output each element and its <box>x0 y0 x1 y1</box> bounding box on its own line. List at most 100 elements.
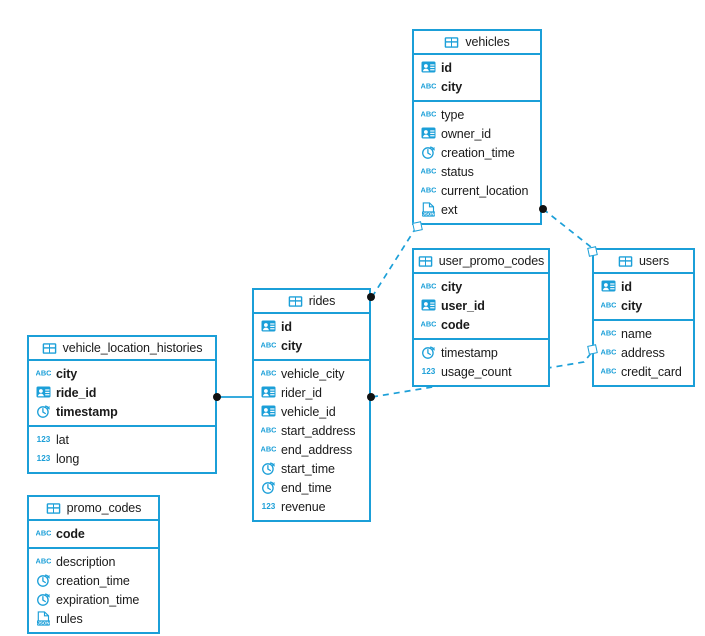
entity-title: promo_codes <box>66 501 142 515</box>
entity-header[interactable]: vehicle_location_histories <box>29 337 215 361</box>
field-row[interactable]: user_id <box>414 296 548 315</box>
field-name: usage_count <box>441 364 512 379</box>
field-row[interactable]: ABC city <box>414 77 540 96</box>
entity-header[interactable]: vehicles <box>414 31 540 55</box>
field-name: revenue <box>281 499 326 514</box>
field-row[interactable]: 123 usage_count <box>414 362 548 381</box>
field-name: rider_id <box>281 385 322 400</box>
svg-text:ABC: ABC <box>421 281 436 290</box>
connector-endpoint-hollow-square[interactable] <box>412 221 423 232</box>
field-row[interactable]: ABC vehicle_city <box>254 364 369 383</box>
entity-header[interactable]: promo_codes <box>29 497 158 521</box>
entity-header[interactable]: rides <box>254 290 369 314</box>
field-name: ext <box>441 202 458 217</box>
field-name: code <box>441 317 470 332</box>
numeric-icon: 123 <box>36 432 51 447</box>
svg-text:123: 123 <box>37 454 51 463</box>
entity-header[interactable]: users <box>594 250 693 274</box>
field-row[interactable]: ABC type <box>414 105 540 124</box>
svg-text:ABC: ABC <box>601 347 616 356</box>
field-row[interactable]: ABC city <box>414 277 548 296</box>
clock-timestamp-icon <box>36 592 51 607</box>
connector-endpoint-filled-dot[interactable] <box>539 205 547 213</box>
table-grid-icon <box>288 294 303 309</box>
field-row[interactable]: expiration_time <box>29 590 158 609</box>
field-row[interactable]: creation_time <box>29 571 158 590</box>
field-name: type <box>441 107 465 122</box>
numeric-icon: 123 <box>421 364 436 379</box>
field-name: city <box>441 279 463 294</box>
field-name: owner_id <box>441 126 491 141</box>
field-row[interactable]: vehicle_id <box>254 402 369 421</box>
entity-header[interactable]: user_promo_codes <box>414 250 548 274</box>
id-card-icon <box>421 126 436 141</box>
field-row[interactable]: id <box>414 58 540 77</box>
field-row[interactable]: id <box>594 277 693 296</box>
field-row[interactable]: start_time <box>254 459 369 478</box>
field-name: rules <box>56 611 83 626</box>
field-row[interactable]: owner_id <box>414 124 540 143</box>
connector-endpoint-filled-dot[interactable] <box>213 393 221 401</box>
field-row[interactable]: rider_id <box>254 383 369 402</box>
field-name: vehicle_city <box>281 366 345 381</box>
field-row[interactable]: creation_time <box>414 143 540 162</box>
connector-endpoint-filled-dot[interactable] <box>367 293 375 301</box>
field-name: name <box>621 326 652 341</box>
field-row[interactable]: timestamp <box>414 343 548 362</box>
connector-endpoint-hollow-square[interactable] <box>587 344 598 355</box>
connector-endpoint-hollow-square[interactable] <box>587 246 598 257</box>
field-row[interactable]: id <box>254 317 369 336</box>
clock-timestamp-icon <box>421 145 436 160</box>
numeric-icon: 123 <box>261 499 276 514</box>
field-row[interactable]: ride_id <box>29 383 215 402</box>
connector-endpoint-filled-dot[interactable] <box>367 393 375 401</box>
json-document-icon: JSON <box>421 202 436 217</box>
abc-text-icon: ABC <box>421 79 436 94</box>
field-name: lat <box>56 432 69 447</box>
field-name: vehicle_id <box>281 404 336 419</box>
svg-text:ABC: ABC <box>36 528 51 537</box>
abc-text-icon: ABC <box>421 107 436 122</box>
abc-text-icon: ABC <box>601 298 616 313</box>
entity-title: user_promo_codes <box>438 254 545 268</box>
field-row[interactable]: timestamp <box>29 402 215 421</box>
svg-text:ABC: ABC <box>421 109 436 118</box>
field-row[interactable]: 123 lat <box>29 430 215 449</box>
field-name: city <box>441 79 463 94</box>
table-grid-icon <box>418 254 433 269</box>
field-row[interactable]: 123 revenue <box>254 497 369 516</box>
svg-text:ABC: ABC <box>261 340 276 349</box>
id-card-icon <box>421 298 436 313</box>
field-row[interactable]: end_time <box>254 478 369 497</box>
field-row[interactable]: JSON ext <box>414 200 540 219</box>
abc-text-icon: ABC <box>261 338 276 353</box>
abc-text-icon: ABC <box>261 366 276 381</box>
